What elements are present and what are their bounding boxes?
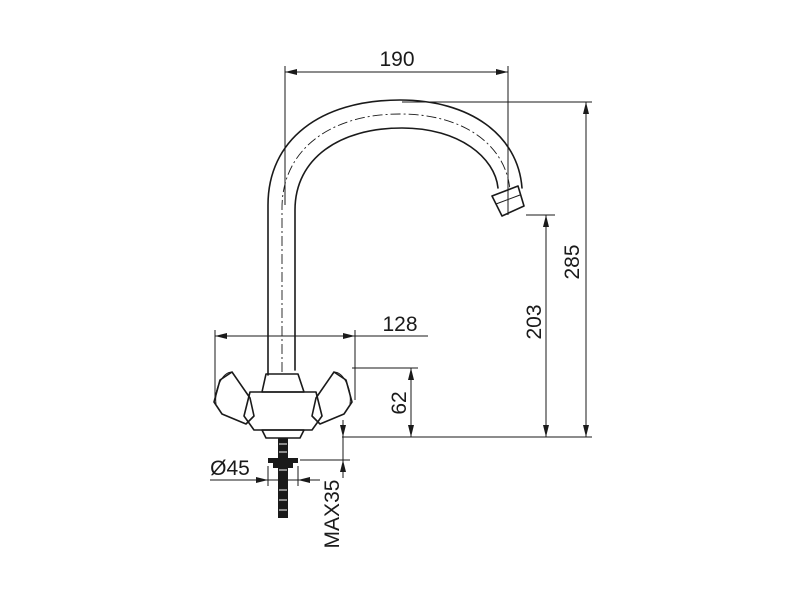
dimension-total-height: 285: [402, 101, 592, 437]
spout-outer: [267, 99, 523, 376]
spout-centerline: [281, 113, 511, 372]
dimension-spout-reach: 190: [284, 48, 509, 215]
mounting-nut: [273, 463, 293, 468]
spout-collar: [261, 373, 305, 393]
valve-body: [243, 391, 323, 431]
spout-inner: [294, 127, 499, 371]
spout-height-label: 203: [523, 304, 546, 339]
mounting-stud: [278, 438, 288, 518]
right-handle: [311, 371, 353, 425]
body-height-label: 62: [388, 391, 411, 414]
hole-diameter-label: Ø45: [210, 457, 250, 480]
dimension-hole-diameter: Ø45: [210, 457, 320, 486]
max-deck-label: MAX35: [321, 480, 344, 549]
spout-reach-label: 190: [379, 48, 414, 71]
dimension-max-deck: MAX35: [300, 420, 350, 548]
aerator-nozzle: [491, 185, 525, 217]
left-handle-cap: [215, 371, 233, 405]
faucet-base: [261, 429, 305, 439]
faucet-outline: [213, 99, 525, 518]
left-handle: [213, 371, 255, 425]
handle-span-label: 128: [382, 313, 417, 336]
mounting-washer: [268, 458, 298, 463]
dimension-handle-span: 128: [214, 313, 428, 400]
total-height-label: 285: [561, 244, 584, 279]
dimension-body-height: 62: [352, 367, 418, 437]
right-handle-cap: [333, 371, 351, 405]
dimension-spout-height: 203: [523, 214, 555, 437]
